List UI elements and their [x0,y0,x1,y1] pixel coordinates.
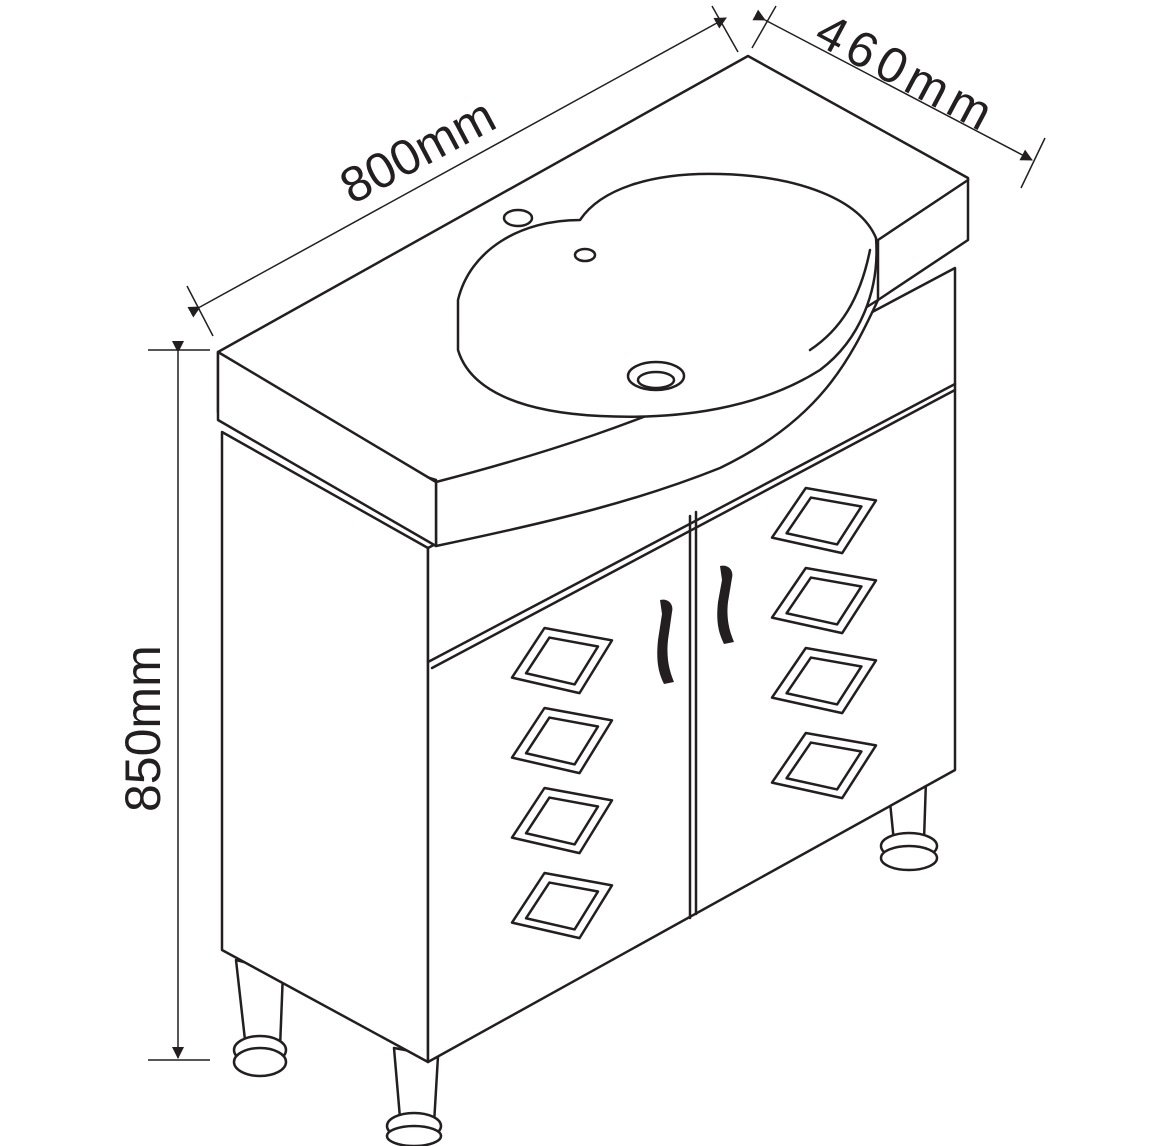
right-square-3 [770,646,878,715]
left-square-1-inner [524,636,600,686]
right-square-3-inner [785,656,863,706]
right-door-handle-icon [717,565,734,644]
left-square-2 [510,706,614,775]
left-square-4-inner [524,881,600,931]
right-door-decoration [770,486,878,800]
right-square-2-inner [785,576,863,626]
cabinet-body [220,266,957,1064]
right-square-1 [770,486,878,555]
left-door-decoration [510,626,614,940]
right-square-2 [770,566,878,635]
tap-hole-icon [502,208,534,228]
left-door-handle-icon [657,599,674,684]
depth-dimension [751,5,1046,189]
height-label: 850mm [115,645,171,812]
right-square-4 [770,731,878,800]
left-square-2-inner [524,716,600,766]
left-square-3-inner [524,796,600,846]
width-label: 800mm [331,87,505,215]
width-dimension [186,5,739,337]
right-square-4-inner [785,741,863,791]
left-square-3 [510,786,614,855]
leg-front-center [385,1046,443,1146]
left-square-4 [510,871,614,940]
right-square-1-inner [785,496,863,546]
overflow-icon [573,247,597,263]
height-dimension [148,341,210,1061]
left-square-1 [510,626,614,695]
basin-top [216,54,970,548]
